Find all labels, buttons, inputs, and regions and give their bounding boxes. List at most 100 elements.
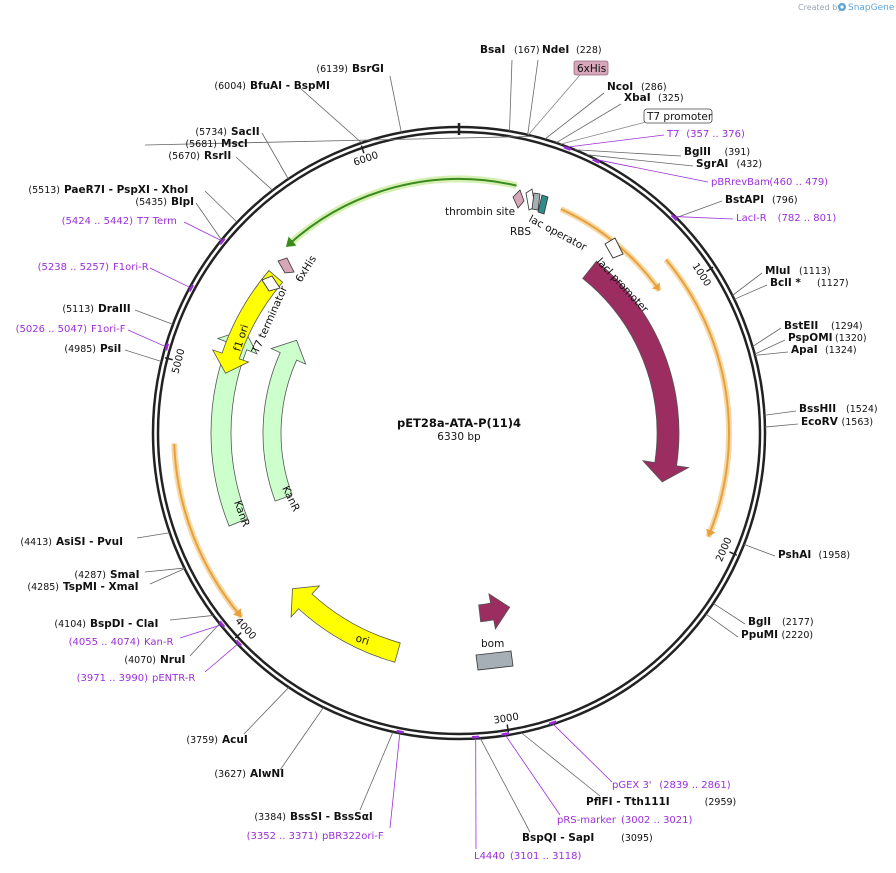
enzyme-name-bsssi-bsss-i: BssSI - BssSαI <box>290 811 373 823</box>
enzyme-site-ecorv[interactable]: EcoRV(1563) <box>801 416 873 428</box>
enzyme-site-bsteii[interactable]: BstEII(1294) <box>784 320 863 332</box>
enzyme-site-sacii[interactable]: (5734)SacII <box>195 126 259 138</box>
primer-mark-pbrrevbam <box>592 158 600 164</box>
enzyme-site-bsssi-bsss-i[interactable]: (3384)BssSI - BssSαI <box>254 811 372 823</box>
primer-site-f1ori-f[interactable]: (5026 .. 5047)F1ori-F <box>16 324 126 335</box>
leader-f1ori-r <box>149 267 191 288</box>
primer-site-pbr322ori-f[interactable]: (3352 .. 3371)pBR322ori-F <box>247 831 384 842</box>
enzyme-site-pflfi-tth111i[interactable]: PflFI - Tth111I(2959) <box>586 796 736 808</box>
enzyme-site-pspomi[interactable]: PspOMI(1320) <box>788 332 867 344</box>
enzyme-site-alwni[interactable]: (3627)AlwNI <box>214 768 284 780</box>
enzyme-position-msci: (5681) <box>185 139 217 150</box>
leader-ncoi <box>544 92 605 140</box>
enzyme-site-bglii[interactable]: BglII(391) <box>684 146 750 158</box>
orf-orange-2 <box>665 258 730 538</box>
enzyme-name-blpi: BlpI <box>171 196 194 208</box>
enzyme-site-blpi[interactable]: (5435)BlpI <box>135 196 194 208</box>
enzyme-site-mlui[interactable]: MluI(1113) <box>765 265 831 277</box>
enzyme-site-acui[interactable]: (3759)AcuI <box>186 734 247 746</box>
leader-ecorv <box>764 423 799 428</box>
ruler-tick-6000 <box>360 145 365 154</box>
primer-site-pgex-3[interactable]: pGEX 3'(2839 .. 2861) <box>612 780 731 791</box>
enzyme-position-bcli: (1127) <box>817 278 849 289</box>
feature-label-thrombin-site: thrombin site <box>445 206 515 218</box>
enzyme-site-sgrai[interactable]: SgrAI(432) <box>696 158 762 170</box>
cds-green-arc <box>288 178 517 246</box>
svg-text:T7 promoter: T7 promoter <box>646 111 713 123</box>
primer-site-t7[interactable]: T7(357 .. 376) <box>666 129 745 140</box>
leader-prs-marker <box>505 735 561 816</box>
enzyme-site-bsrgi[interactable]: (6139)BsrGI <box>316 63 384 75</box>
kanr-arrow-inner <box>262 339 307 502</box>
enzyme-site-nrui[interactable]: (4070)NruI <box>124 654 185 666</box>
ruler-tick-3000 <box>506 724 510 733</box>
enzyme-name-acui: AcuI <box>222 734 248 746</box>
enzyme-site-psii[interactable]: (4985)PsiI <box>64 343 121 355</box>
primer-name-f1ori-r: F1ori-R <box>113 262 149 273</box>
primer-mark-prs-marker <box>501 732 510 736</box>
feature-label-ori: ori <box>354 632 371 647</box>
leader-bsteii <box>752 327 782 347</box>
enzyme-name-bspqi-sapi: BspQI - SapI <box>522 832 594 844</box>
enzyme-name-bsteii: BstEII <box>784 320 818 332</box>
leader-bgli <box>713 602 746 625</box>
primer-site-prs-marker[interactable]: pRS-marker(3002 .. 3021) <box>557 815 693 826</box>
enzyme-site-bstapi[interactable]: BstAPI(796) <box>725 194 798 206</box>
enzyme-name-mlui: MluI <box>765 265 790 277</box>
enzyme-position-bspqi-sapi: (3095) <box>621 833 653 844</box>
leader-psii <box>124 349 162 362</box>
enzyme-position-bsrgi: (6139) <box>316 64 348 75</box>
primer-site-laci-r[interactable]: LacI-R(782 .. 801) <box>736 213 836 224</box>
enzyme-site-msci[interactable]: (5681)MscI <box>185 138 247 150</box>
enzyme-site-asisi-pvui[interactable]: (4413)AsiSI - PvuI <box>20 536 123 548</box>
enzyme-site-pshai[interactable]: PshAI(1958) <box>778 549 850 561</box>
svg-text:6xHis: 6xHis <box>577 63 606 75</box>
leader-msci <box>144 135 535 146</box>
leader-bsrgi <box>389 75 402 133</box>
primer-name-pbrrevbam: pBRrevBam <box>711 177 770 188</box>
cds-green-head <box>285 236 297 248</box>
enzyme-site-bspdi-clai[interactable]: (4104)BspDI - ClaI <box>54 618 158 630</box>
leader-sacii <box>261 132 289 180</box>
enzyme-site-paer7i-pspxi-xhoi[interactable]: (5513)PaeR7I - PspXI - XhoI <box>28 184 188 196</box>
enzyme-site-ndei[interactable]: NdeI(228) <box>542 44 602 56</box>
enzyme-site-bfuai-bspmi[interactable]: (6004)BfuAI - BspMI <box>214 80 329 92</box>
enzyme-site-bcli[interactable]: BclI *(1127) <box>770 277 849 289</box>
orf-orange-2-head <box>706 528 716 537</box>
enzyme-site-tspmi-xmai[interactable]: (4285)TspMI - XmaI <box>27 581 138 593</box>
rbs-mark <box>531 192 541 211</box>
leader-kan-r <box>179 624 221 639</box>
leader-xbai <box>555 103 622 144</box>
enzyme-site-rsrii[interactable]: (5670)RsrII <box>168 150 231 162</box>
boxed-feature-6xhis: 6xHis <box>573 60 609 76</box>
feature-label-laci: lacI <box>681 342 697 362</box>
enzyme-name-ppumi: PpuMI <box>741 629 778 641</box>
enzyme-site-bgli[interactable]: BglI(2177) <box>748 616 814 628</box>
leader-draiii <box>134 309 174 325</box>
snapgene-logo-icon <box>838 3 846 11</box>
enzyme-site-xbai[interactable]: XbaI(325) <box>624 92 684 104</box>
primer-site-f1ori-r[interactable]: (5238 .. 5257)F1ori-R <box>38 262 149 273</box>
primer-site-pbrrevbam[interactable]: pBRrevBam(460 .. 479) <box>711 177 828 188</box>
enzyme-site-draiii[interactable]: (5113)DraIII <box>62 303 130 315</box>
primer-site-l4440[interactable]: L4440(3101 .. 3118) <box>474 851 582 862</box>
enzyme-site-smai[interactable]: (4287)SmaI <box>74 569 139 581</box>
enzyme-site-bspqi-sapi[interactable]: BspQI - SapI (3095) <box>522 832 653 844</box>
enzyme-site-bsai[interactable]: BsaI(167) <box>480 44 540 56</box>
primer-site-t7-term[interactable]: (5424 .. 5442)T7 Term <box>62 216 177 227</box>
ruler-tick-5000 <box>164 357 173 361</box>
enzyme-name-nrui: NruI <box>160 654 185 666</box>
leader-smai <box>144 567 185 573</box>
enzyme-site-ppumi[interactable]: PpuMI(2220) <box>741 629 813 641</box>
enzyme-site-ncoi[interactable]: NcoI(286) <box>607 81 667 93</box>
primer-site-pentr-r[interactable]: (3971 .. 3990)pENTR-R <box>77 673 196 684</box>
enzyme-site-apai[interactable]: ApaI(1324) <box>791 344 857 356</box>
primer-site-kan-r[interactable]: (4055 .. 4074)Kan-R <box>69 637 174 648</box>
primer-range-f1ori-r: (5238 .. 5257) <box>38 262 110 273</box>
leader-t7-promoter-box <box>560 121 647 145</box>
enzyme-site-bsshii[interactable]: BssHII(1524) <box>799 403 878 415</box>
enzyme-position-bsshii: (1524) <box>846 404 878 415</box>
leader-pspomi <box>754 339 786 355</box>
enzyme-name-sgrai: SgrAI <box>696 158 728 170</box>
primer-range-pentr-r: (3971 .. 3990) <box>77 673 149 684</box>
